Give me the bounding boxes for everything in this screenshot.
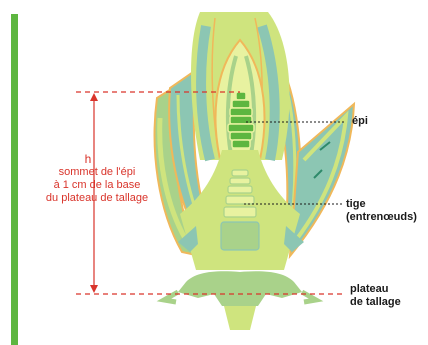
- tillering-plate: [178, 271, 302, 306]
- green-accent-bar: [11, 14, 18, 345]
- root: [224, 306, 256, 330]
- label-measure-line2: à 1 cm de la base: [38, 179, 156, 192]
- label-tige-line1: tige: [346, 198, 417, 211]
- label-plateau-line1: plateau: [350, 283, 401, 296]
- plant-illustration: [155, 12, 354, 330]
- spike: [228, 92, 254, 148]
- label-tige-line2: (entrenœuds): [346, 211, 417, 224]
- arrow-up: [90, 93, 98, 101]
- label-measure-line1: sommet de l'épi: [38, 166, 156, 179]
- label-plateau: plateau de tallage: [350, 283, 401, 309]
- label-epi: épi: [352, 115, 368, 128]
- label-plateau-line2: de tallage: [350, 296, 401, 309]
- label-tige: tige (entrenœuds): [346, 198, 417, 224]
- label-measure-line3: du plateau de tallage: [38, 192, 156, 205]
- arrow-down: [90, 285, 98, 293]
- label-h: h: [78, 153, 98, 166]
- label-measure: sommet de l'épi à 1 cm de la base du pla…: [38, 166, 156, 205]
